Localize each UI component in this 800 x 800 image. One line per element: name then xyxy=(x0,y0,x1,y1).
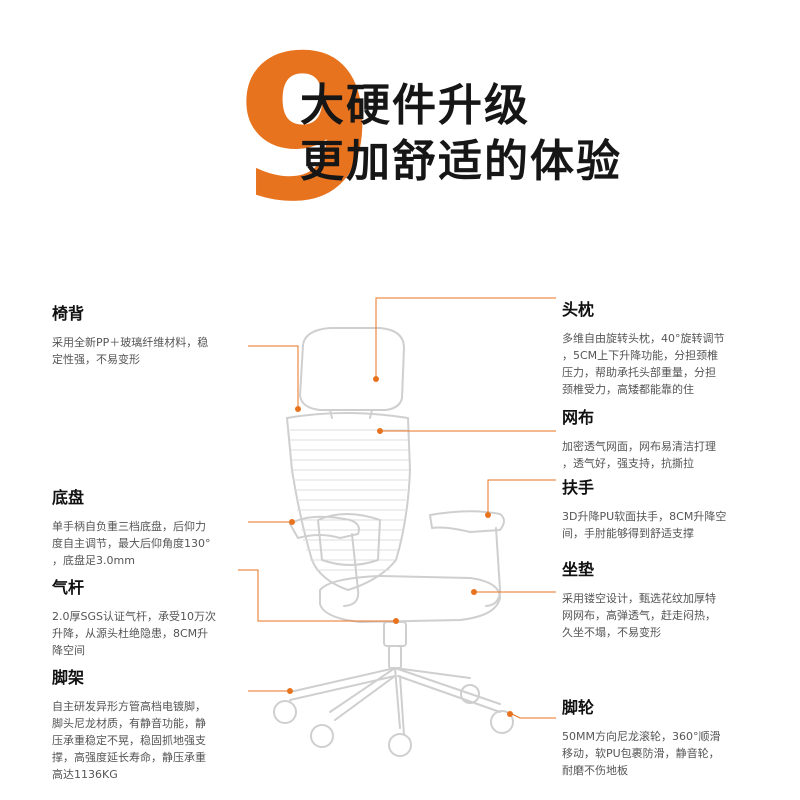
feature-desc: 采用全新PP＋玻璃纤维材料，稳 定性强，不易变形 xyxy=(52,336,209,366)
feature-title: 脚架 xyxy=(52,668,85,687)
chair-caster-4 xyxy=(490,710,514,734)
feature-title: 坐垫 xyxy=(562,560,595,579)
feature-seat: 坐垫 采用镂空设计，甄选花纹加厚特 网网布，高弹透气，赶走闷热， 久坐不塌，不易… xyxy=(562,556,772,641)
chair-caster-5 xyxy=(460,684,480,704)
feature-desc: 多维自由旋转头枕，40°旋转调节 ，5CM上下升降功能，分担颈椎 压力，帮助承托… xyxy=(562,332,725,396)
feature-caster: 脚轮 50MM方向尼龙滚轮，360°顺滑 移动，软PU包裹防滑，静音轮， 耐磨不… xyxy=(562,694,772,779)
chair-armrest-right xyxy=(429,510,505,533)
feature-title: 椅背 xyxy=(52,304,85,323)
chair-base xyxy=(289,667,501,729)
feature-desc: 3D升降PU软面扶手，8CM升降空 间，手肘能够得到舒适支撑 xyxy=(562,510,727,540)
feature-title: 扶手 xyxy=(562,478,595,497)
chair-caster-3 xyxy=(388,733,412,757)
feature-base: 底盘 单手柄自负重三档底盘，后仰力 度自主调节，最大后仰角度130° ，底盘足3… xyxy=(52,484,252,569)
chair-headrest xyxy=(299,327,405,411)
headline-line-1: 大硬件升级 xyxy=(300,80,530,131)
feature-backrest: 椅背 采用全新PP＋玻璃纤维材料，稳 定性强，不易变形 xyxy=(52,300,252,368)
feature-legs: 脚架 自主研发异形方管高档电镀脚， 脚头尼龙材质，有静音功能，静 压承重稳定不晃… xyxy=(52,664,252,783)
headline-number: 9 xyxy=(236,13,376,246)
feature-desc: 采用镂空设计，甄选花纹加厚特 网网布，高弹透气，赶走闷热， 久坐不塌，不易变形 xyxy=(562,592,716,639)
feature-title: 脚轮 xyxy=(562,698,595,717)
feature-armrest: 扶手 3D升降PU软面扶手，8CM升降空 间，手肘能够得到舒适支撑 xyxy=(562,474,772,542)
chair-backrest xyxy=(286,412,411,591)
chair-caster-1 xyxy=(273,700,297,724)
feature-headrest: 头枕 多维自由旋转头枕，40°旋转调节 ，5CM上下升降功能，分担颈椎 压力，帮… xyxy=(562,296,772,398)
feature-title: 气杆 xyxy=(52,578,85,597)
feature-mesh: 网布 加密透气网面，网布易清洁打理 ，透气好，强支持，抗撕拉 xyxy=(562,404,772,472)
feature-desc: 自主研发异形方管高档电镀脚， 脚头尼龙材质，有静音功能，静 压承重稳定不晃，稳固… xyxy=(52,700,206,781)
feature-desc: 2.0厚SGS认证气杆，承受10万次 升降，从源头杜绝隐患，8CM升 降空间 xyxy=(52,610,216,657)
feature-desc: 单手柄自负重三档底盘，后仰力 度自主调节，最大后仰角度130° ，底盘足3.0m… xyxy=(52,520,211,567)
feature-desc: 50MM方向尼龙滚轮，360°顺滑 移动，软PU包裹防滑，静音轮， 耐磨不伤地板 xyxy=(562,730,721,777)
headline-line-2: 更加舒适的体验 xyxy=(300,136,622,187)
feature-title: 头枕 xyxy=(562,300,595,319)
chair-armrest-left xyxy=(289,515,360,539)
feature-title: 底盘 xyxy=(52,488,85,507)
feature-desc: 加密透气网面，网布易清洁打理 ，透气好，强支持，抗撕拉 xyxy=(562,440,716,470)
chair-gas-lift xyxy=(383,621,407,647)
chair-caster-2 xyxy=(310,724,334,748)
feature-gaslift: 气杆 2.0厚SGS认证气杆，承受10万次 升降，从源头杜绝隐患，8CM升 降空… xyxy=(52,574,252,659)
chair-seat xyxy=(319,575,501,623)
feature-title: 网布 xyxy=(562,408,595,427)
headline: 9 大硬件升级 更加舒适的体验 xyxy=(236,30,656,230)
